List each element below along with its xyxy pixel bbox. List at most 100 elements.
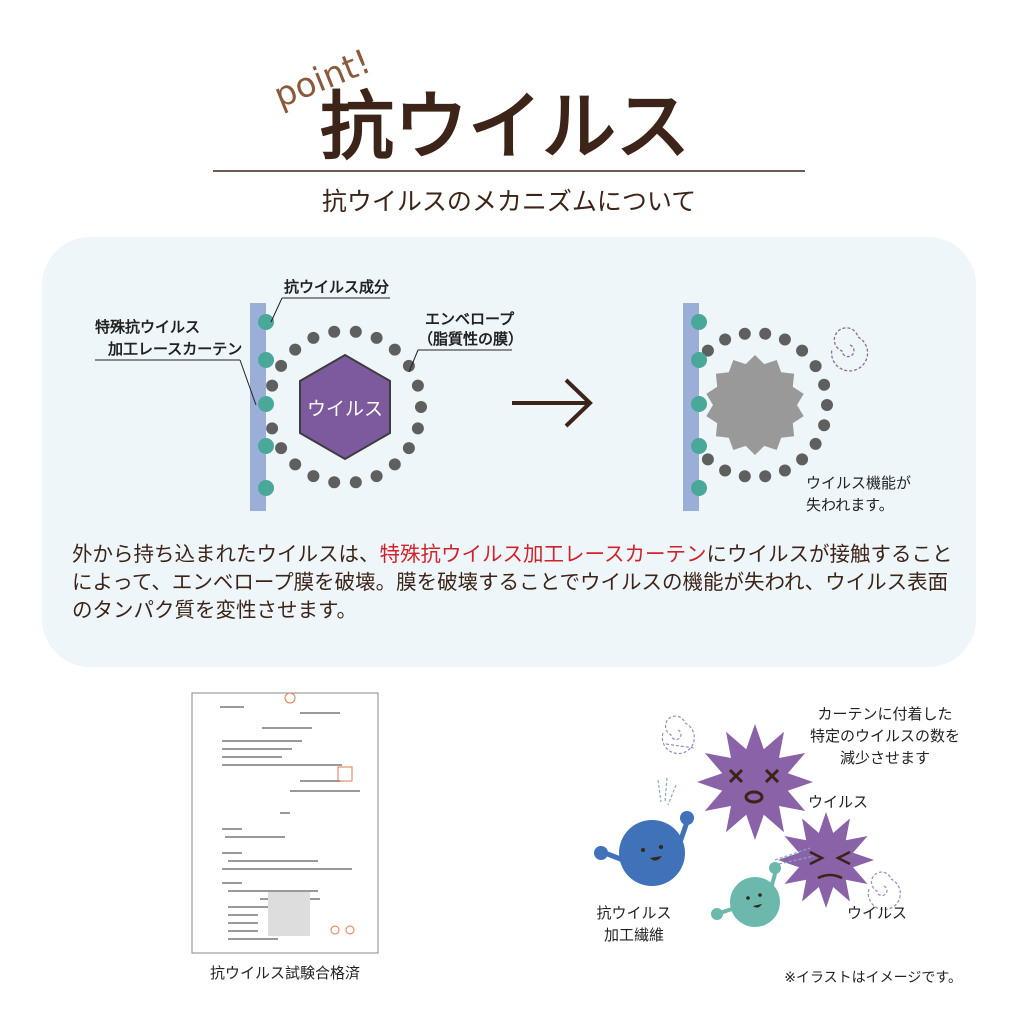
result-line2: 失われます。: [806, 496, 894, 514]
curtain-label-line2: 加工レースカーテン: [107, 340, 242, 358]
document-text-line: [222, 868, 352, 870]
document-text-line: [220, 706, 244, 708]
envelope-dot: [370, 470, 383, 483]
swirl-icon: [867, 871, 901, 911]
envelope-dot: [266, 379, 279, 392]
envelope-dot: [759, 470, 772, 483]
certificate-document: [191, 692, 379, 954]
envelope-dot: [307, 331, 320, 344]
dizzy-face: [728, 768, 780, 804]
envelope-dot: [289, 343, 302, 356]
document-text-line: [222, 740, 302, 742]
illustration-note: ※イラストはイメージです。: [784, 970, 962, 986]
envelope-label-line1: エンベロープ: [425, 310, 515, 328]
document-text-line: [222, 764, 342, 766]
teal-fiber-character: [711, 862, 781, 927]
envelope-dot: [796, 344, 809, 357]
mechanism-description: 外から持ち込まれたウイルスは、特殊抗ウイルス加工レースカーテンにウイルスが接触す…: [72, 540, 962, 624]
antiviral-component: [691, 480, 707, 496]
document-text-line: [222, 748, 292, 750]
page-title: 抗ウイルス: [320, 84, 690, 170]
envelope-pointer: [408, 349, 419, 373]
illustration-caption-line3: 減少させます: [840, 749, 930, 767]
document-text-line: [262, 727, 312, 729]
virus-label: ウイルス: [307, 398, 383, 420]
virus-label-1: ウイルス: [808, 793, 868, 811]
page-subtitle: 抗ウイルスのメカニズムについて: [322, 187, 696, 216]
after-diagram: ウイルス機能が 失われます。: [683, 303, 911, 514]
envelope-dot: [275, 442, 288, 455]
envelope-dot: [818, 419, 831, 432]
denatured-virus: [706, 355, 804, 455]
envelope-dot: [411, 379, 424, 392]
mechanism-panel: [42, 237, 976, 667]
antiviral-component: [691, 352, 707, 368]
curtain-label-line1: 特殊抗ウイルス: [95, 318, 200, 336]
document-text-line: [222, 756, 282, 758]
envelope-dot: [778, 333, 791, 346]
document-text-line: [228, 930, 258, 932]
wincing-face: [809, 850, 851, 880]
envelope-dot: [701, 344, 714, 357]
envelope-dots: [266, 325, 427, 489]
impact-lines: [657, 777, 815, 865]
envelope-dot: [759, 327, 772, 340]
envelope-dot: [349, 476, 362, 489]
envelope-label-line2: （脂質性の膜）: [418, 330, 523, 348]
document-text-line: [228, 860, 318, 862]
document-text-line: [222, 852, 242, 854]
description-part2: にウイルスが接触することによって、エンベロープ膜を破壊。膜を破壊することでウイル…: [72, 542, 953, 622]
envelope-dot: [266, 422, 279, 435]
blue-fiber-character: [594, 811, 694, 886]
envelope-dot: [818, 378, 831, 391]
antiviral-component: [691, 314, 707, 330]
fiber-label-line1: 抗ウイルス: [596, 904, 671, 922]
document-text-line: [228, 922, 258, 924]
curtain-pointer: [239, 359, 257, 406]
document-text-line: [290, 790, 360, 792]
illustration-caption-line2: 特定のウイルスの数を: [810, 727, 960, 745]
before-diagram: ウイルス 抗ウイルス成分 特殊抗ウイルス 加工レースカーテン エンベロープ （脂…: [95, 278, 523, 511]
arrow-icon: [512, 378, 593, 428]
certificate-caption: 抗ウイルス試験合格済: [210, 964, 360, 982]
envelope-dot: [370, 331, 383, 344]
result-line1: ウイルス機能が: [806, 474, 911, 492]
envelope-dot: [701, 453, 714, 466]
antiviral-components: [691, 314, 707, 496]
document-text-line: [225, 836, 285, 838]
antiviral-component: [691, 438, 707, 454]
document-text-line: [228, 906, 288, 908]
antiviral-component: [258, 480, 274, 496]
document-text-line: [222, 882, 242, 884]
illustration: [594, 715, 901, 927]
antiviral-component: [691, 396, 707, 412]
envelope-dot: [738, 470, 751, 483]
envelope-dot: [809, 360, 822, 373]
envelope-dot: [719, 464, 732, 477]
virus-label-2: ウイルス: [847, 904, 907, 922]
envelope-dot: [307, 470, 320, 483]
swirl-icon: [830, 327, 869, 372]
document-text-line: [228, 914, 258, 916]
envelope-dot: [809, 437, 822, 450]
envelope-dot: [289, 458, 302, 471]
document-text-line: [300, 712, 340, 714]
antiviral-components: [258, 314, 274, 496]
document-text-line: [300, 780, 340, 782]
antiviral-component: [258, 438, 274, 454]
envelope-dot: [411, 422, 424, 435]
component-label: 抗ウイルス成分: [284, 278, 389, 296]
fiber-label-line2: 加工繊維: [604, 926, 664, 944]
document-text-line: [228, 890, 318, 892]
description-part1: 外から持ち込まれたウイルスは、: [72, 542, 380, 566]
envelope-dot: [778, 464, 791, 477]
envelope-dot: [328, 325, 341, 338]
envelope-dot: [328, 476, 341, 489]
envelope-dot: [402, 359, 415, 372]
document-text-line: [222, 828, 242, 830]
virus-character-small: [778, 812, 874, 908]
broken-envelope-dots: [701, 327, 833, 483]
envelope-dot: [796, 453, 809, 466]
envelope-dot: [821, 399, 833, 411]
